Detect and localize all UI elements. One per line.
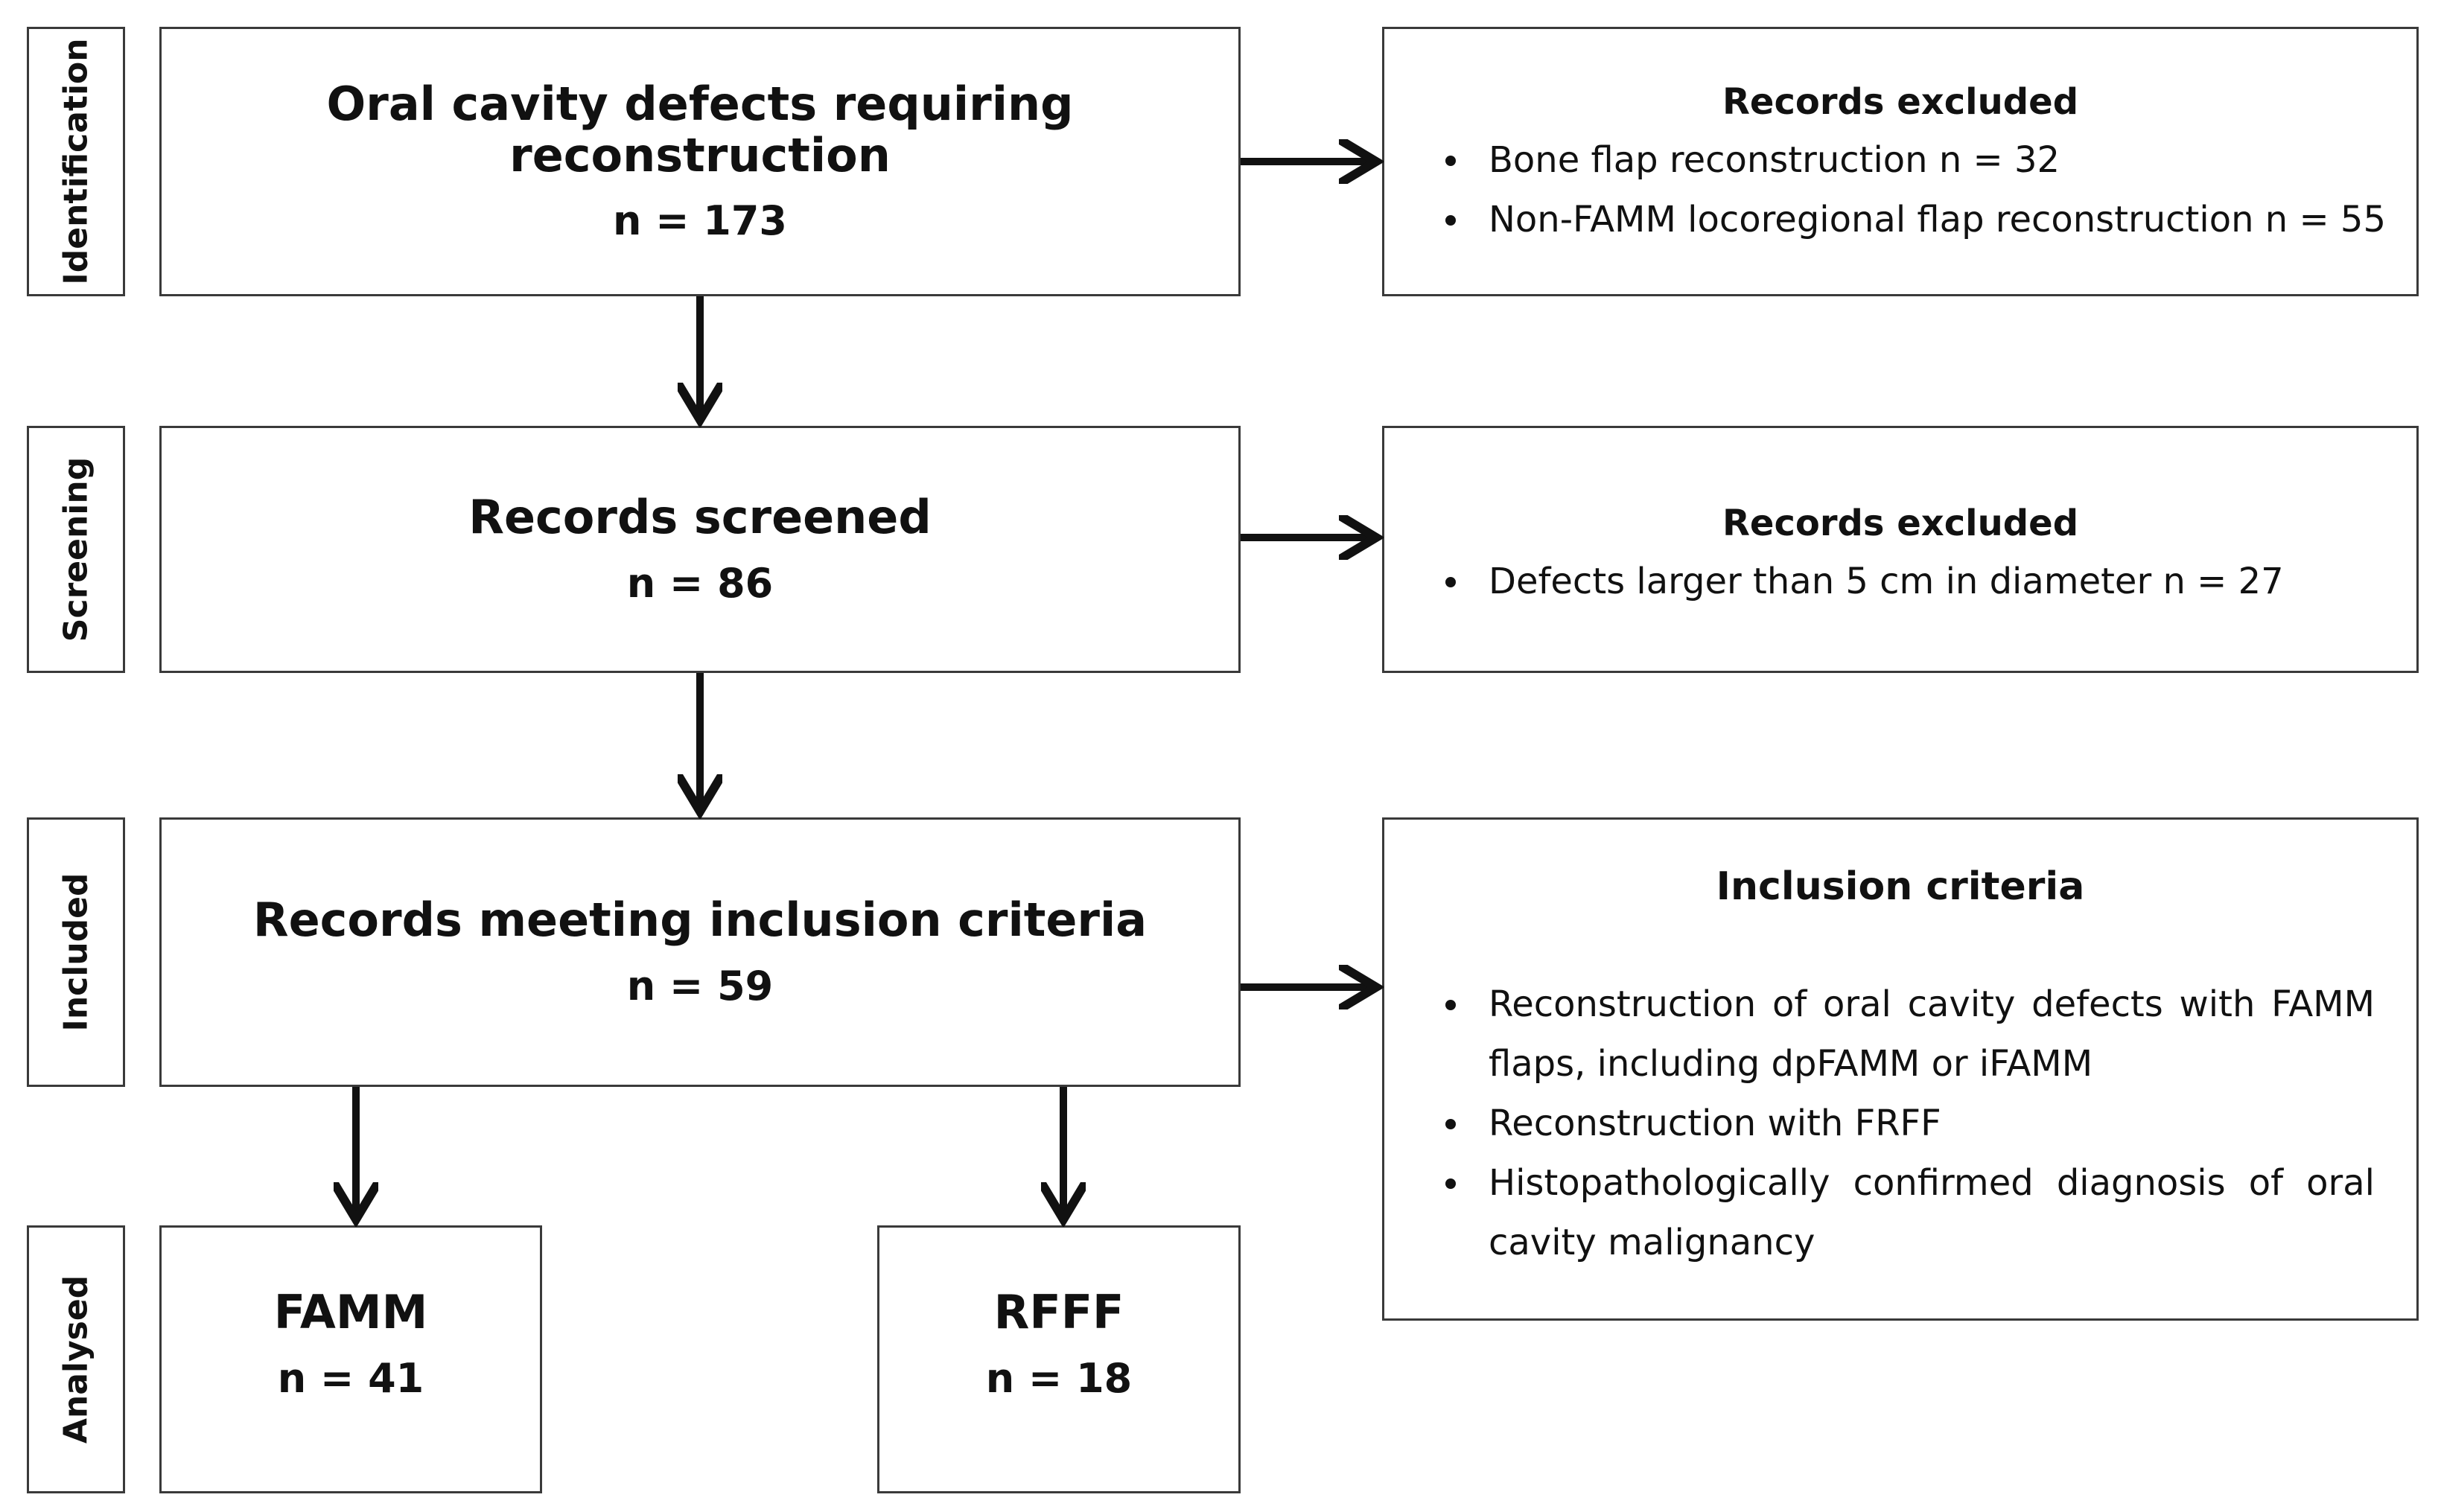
screening-title: Records screened: [468, 490, 932, 545]
inclusion-criteria-box: Inclusion criteria Reconstruction of ora…: [1382, 817, 2419, 1321]
identification-excluded-list: Bone flap reconstruction n = 32 Non-FAMM…: [1384, 130, 2416, 249]
rfff-count: n = 18: [985, 1354, 1133, 1402]
identification-excluded-box: Records excluded Bone flap reconstructio…: [1382, 27, 2419, 296]
analysed-famm-box: FAMM n = 41: [159, 1225, 542, 1493]
screening-count: n = 86: [626, 559, 774, 607]
stage-screening: Screening: [27, 426, 125, 673]
list-item: Defects larger than 5 cm in diameter n =…: [1384, 552, 2416, 611]
list-item: Bone flap reconstruction n = 32: [1384, 130, 2416, 190]
stage-analysed: Analysed: [27, 1225, 125, 1493]
inclusion-criteria-list: Reconstruction of oral cavity defects wi…: [1384, 974, 2416, 1272]
famm-count: n = 41: [277, 1354, 424, 1402]
list-item: Non-FAMM locoregional flap reconstructio…: [1384, 190, 2416, 249]
screening-excluded-title: Records excluded: [1722, 503, 2079, 544]
list-item: Reconstruction with FRFF: [1384, 1094, 2375, 1153]
list-item: Reconstruction of oral cavity defects wi…: [1384, 974, 2375, 1094]
stage-identification: Identification: [27, 27, 125, 296]
famm-title: FAMM: [273, 1285, 428, 1340]
screening-excluded-list: Defects larger than 5 cm in diameter n =…: [1384, 552, 2416, 611]
rfff-title: RFFF: [993, 1285, 1124, 1340]
analysed-rfff-box: RFFF n = 18: [877, 1225, 1241, 1493]
inclusion-criteria-title: Inclusion criteria: [1716, 864, 2085, 909]
stage-included: Included: [27, 817, 125, 1087]
identification-box: Oral cavity defects requiring reconstruc…: [159, 27, 1241, 296]
included-box: Records meeting inclusion criteria n = 5…: [159, 817, 1241, 1087]
included-count: n = 59: [626, 962, 774, 1009]
screening-excluded-box: Records excluded Defects larger than 5 c…: [1382, 426, 2419, 673]
list-item: Histopathologically confirmed diagnosis …: [1384, 1153, 2375, 1272]
included-title: Records meeting inclusion criteria: [252, 893, 1148, 948]
identification-title: Oral cavity defects requiring reconstruc…: [326, 77, 1074, 182]
identification-count: n = 173: [612, 197, 787, 244]
screening-box: Records screened n = 86: [159, 426, 1241, 673]
identification-excluded-title: Records excluded: [1722, 81, 2079, 123]
